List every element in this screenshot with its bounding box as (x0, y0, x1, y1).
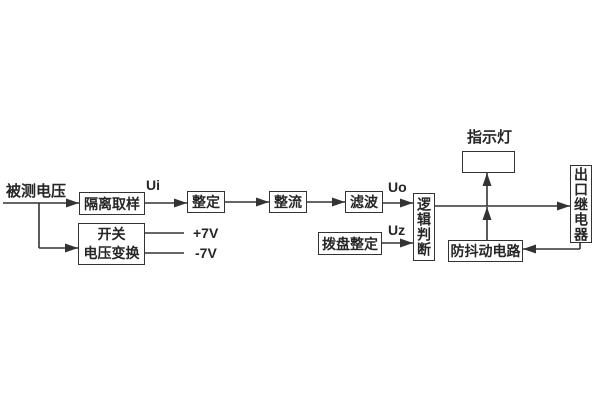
block-logic-judgment: 逻辑判断 (413, 193, 435, 261)
indicator-lamp-box (462, 151, 515, 173)
signal-plus7v-label: +7V (193, 225, 219, 241)
block-output-relay: 出口继电器 (570, 165, 592, 243)
block-dial-setting: 拨盘整定 (318, 232, 382, 255)
input-voltage-label: 被测电压 (6, 183, 67, 200)
signal-minus7v-label: -7V (195, 245, 217, 261)
signal-uz-label: Uz (388, 222, 406, 238)
block-rectifier: 整流 (269, 191, 307, 213)
signal-ui-label: Ui (146, 177, 160, 193)
signal-uo-label: Uo (388, 179, 407, 195)
indicator-lamp-label: 指示灯 (467, 129, 513, 146)
block-filter: 滤波 (345, 191, 383, 213)
block-anti-jitter-circuit: 防抖动电路 (448, 240, 523, 262)
output-relay-text: 出口继电器 (573, 166, 589, 242)
switch-voltage-conversion-line2: 电压变换 (83, 245, 140, 261)
block-switch-voltage-conversion: 开关 电压变换 (78, 223, 145, 265)
block-isolation-sampling: 隔离取样 (79, 192, 145, 215)
logic-judgment-text: 逻辑判断 (416, 197, 432, 257)
block-setting: 整定 (187, 191, 225, 213)
switch-voltage-conversion-line1: 开关 (97, 226, 126, 242)
